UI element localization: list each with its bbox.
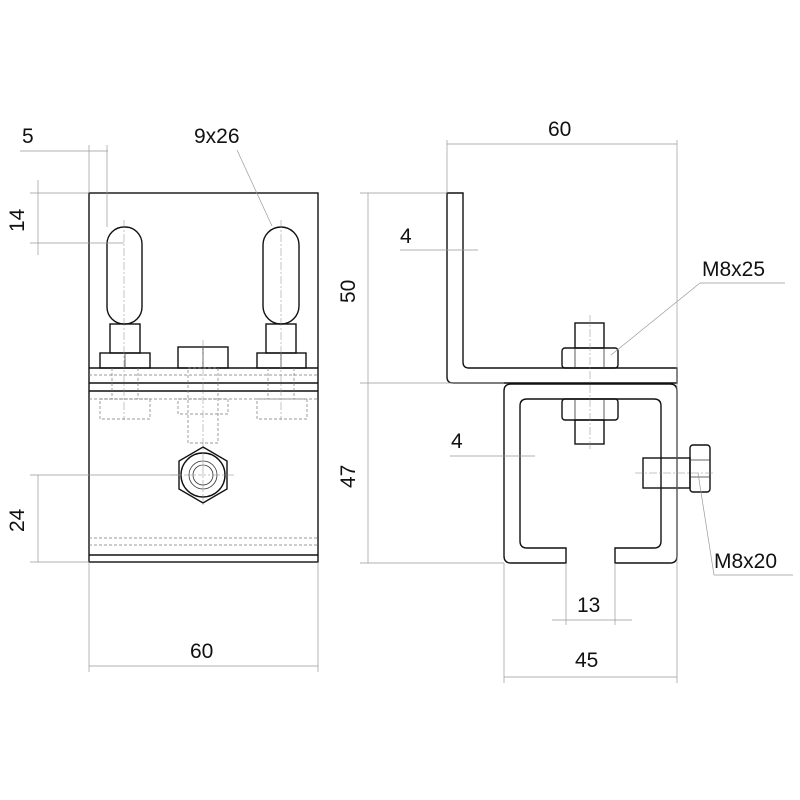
nut-right bbox=[256, 352, 307, 369]
dim-bracket-thickness: 4 bbox=[400, 225, 412, 248]
dim-channel-width: 45 bbox=[575, 649, 598, 672]
side-view: 60 4 50 47 4 13 45 M8x25 M8x20 bbox=[337, 118, 793, 683]
inner-bolt-stud bbox=[574, 419, 605, 445]
dim-bolt-height: 24 bbox=[6, 508, 29, 532]
side-bolt-head bbox=[689, 444, 711, 493]
dim-top-width: 60 bbox=[548, 118, 571, 141]
dim-slot-size: 9x26 bbox=[194, 125, 240, 148]
hidden-nut-left bbox=[99, 398, 151, 420]
dim-channel-height: 47 bbox=[337, 465, 360, 488]
dim-width: 60 bbox=[190, 640, 213, 663]
dim-channel-thickness: 4 bbox=[451, 430, 463, 453]
slot-left bbox=[106, 226, 143, 325]
dim-top-offset: 5 bbox=[22, 125, 34, 148]
side-bolt-hex-head bbox=[178, 446, 228, 504]
front-view: 5 9x26 14 24 60 bbox=[6, 125, 319, 672]
plate-outline bbox=[88, 192, 319, 563]
bolt-shank-left bbox=[109, 323, 141, 354]
hidden-nut-right bbox=[256, 398, 308, 420]
top-bolt-stud bbox=[574, 322, 605, 349]
dim-slot-height: 14 bbox=[6, 208, 29, 232]
label-top-bolt: M8x25 bbox=[702, 258, 765, 281]
c-channel bbox=[503, 383, 678, 564]
dim-bracket-height: 50 bbox=[337, 280, 360, 303]
label-side-bolt: M8x20 bbox=[714, 550, 777, 573]
dim-slot-gap: 13 bbox=[577, 594, 600, 617]
